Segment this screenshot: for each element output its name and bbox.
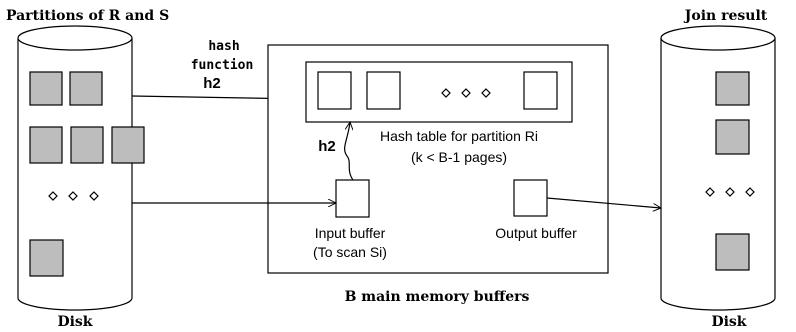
hash-table-page: [523, 71, 558, 110]
output-buffer-page: [513, 179, 548, 217]
result-page: [715, 233, 750, 271]
left-disk: [17, 25, 145, 311]
hash-table-page: [317, 71, 352, 110]
result-page: [715, 119, 750, 155]
input-buffer-sublabel: (To scan Si): [313, 244, 387, 260]
right-disk: [660, 25, 776, 311]
partition-page: [29, 71, 63, 106]
right-disk-body: [660, 38, 776, 311]
right-disk-label: Disk: [711, 314, 746, 330]
partition-page: [70, 126, 104, 164]
right-ellipsis-icon: [705, 187, 755, 197]
output-buffer-label: Output buffer: [495, 225, 577, 241]
hash-table-page: [366, 71, 401, 110]
right-disk-title: Join result: [683, 8, 768, 24]
input-buffer-label: Input buffer: [315, 225, 386, 241]
right-disk-top: [660, 25, 776, 51]
partition-page: [29, 126, 63, 164]
hash-function-line1: hash: [208, 39, 239, 54]
probe-hash-label: h2: [318, 138, 336, 155]
left-disk-title: Partitions of R and S: [6, 8, 169, 24]
partition-page: [29, 239, 64, 277]
partition-page: [69, 71, 103, 106]
hash-function-name: h2: [203, 75, 221, 92]
probe-arrow: [344, 122, 353, 181]
hash-table-label: Hash table for partition Ri: [380, 128, 538, 144]
hash-table-sublabel: (k < B-1 pages): [411, 149, 507, 165]
left-disk-top: [17, 25, 133, 51]
left-disk-label: Disk: [57, 314, 92, 330]
hash-table-ellipsis-icon: [441, 88, 491, 98]
memory-title: B main memory buffers: [345, 289, 530, 305]
result-page: [715, 71, 750, 106]
partition-page: [111, 126, 145, 164]
hash-function-line2: function: [191, 58, 254, 73]
left-disk-body: [17, 38, 133, 311]
left-ellipsis-icon: [48, 191, 99, 201]
output-arrow: [546, 197, 661, 208]
input-buffer-page: [335, 179, 370, 218]
